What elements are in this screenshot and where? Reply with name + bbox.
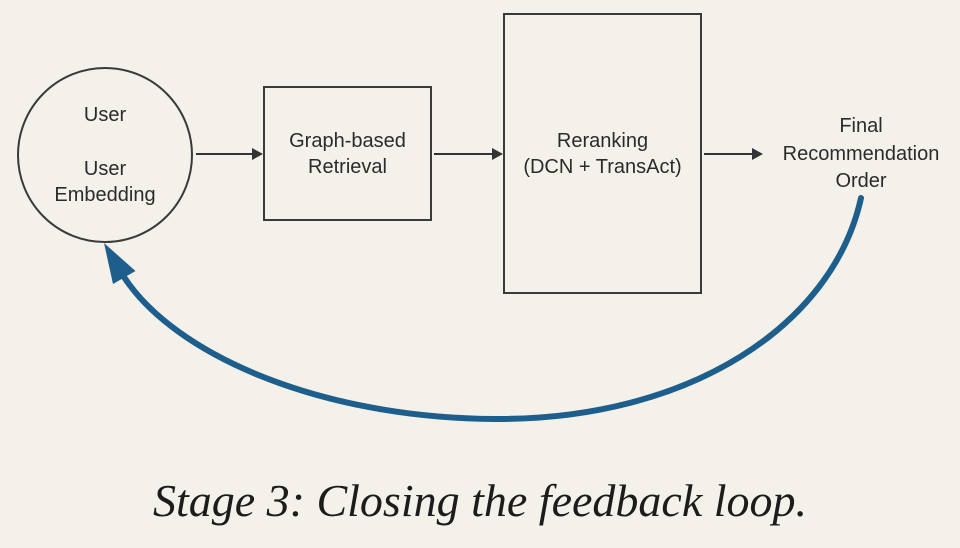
node-label-line: User: [83, 158, 127, 180]
flow-arrow-retrieval-to-reranking: [434, 148, 503, 160]
node-label-line: Retrieval: [308, 155, 387, 178]
node-graph-based-retrieval: Graph-based Retrieval: [263, 86, 432, 221]
node-label-line: Embedding: [54, 184, 156, 206]
node-label-line: User: [83, 104, 127, 126]
node-user-embedding: User User Embedding: [17, 67, 193, 243]
node-reranking: Reranking (DCN + TransAct): [503, 13, 702, 294]
feedback-loop-arrow: [104, 195, 864, 423]
feedback-arrowhead-icon: [104, 243, 136, 284]
flow-arrow-reranking-to-final: [704, 148, 763, 160]
node-label-line: Recommendation: [782, 142, 940, 165]
arrow-right-icon: [252, 148, 263, 160]
node-label-line: Graph-based: [289, 129, 406, 152]
arrow-right-icon: [492, 148, 503, 160]
node-label-line: Order: [835, 170, 887, 192]
stage-caption: Stage 3: Closing the feedback loop.: [152, 475, 808, 526]
node-label-line: (DCN + TransAct): [523, 155, 682, 178]
node-label-line: Reranking: [556, 129, 649, 152]
arrow-right-icon: [752, 148, 763, 160]
node-final-recommendation-order: Final Recommendation Order: [762, 113, 960, 196]
feedback-curve: [121, 195, 864, 423]
node-label-line: Final: [839, 115, 883, 137]
flow-arrow-user-to-retrieval: [196, 148, 263, 160]
